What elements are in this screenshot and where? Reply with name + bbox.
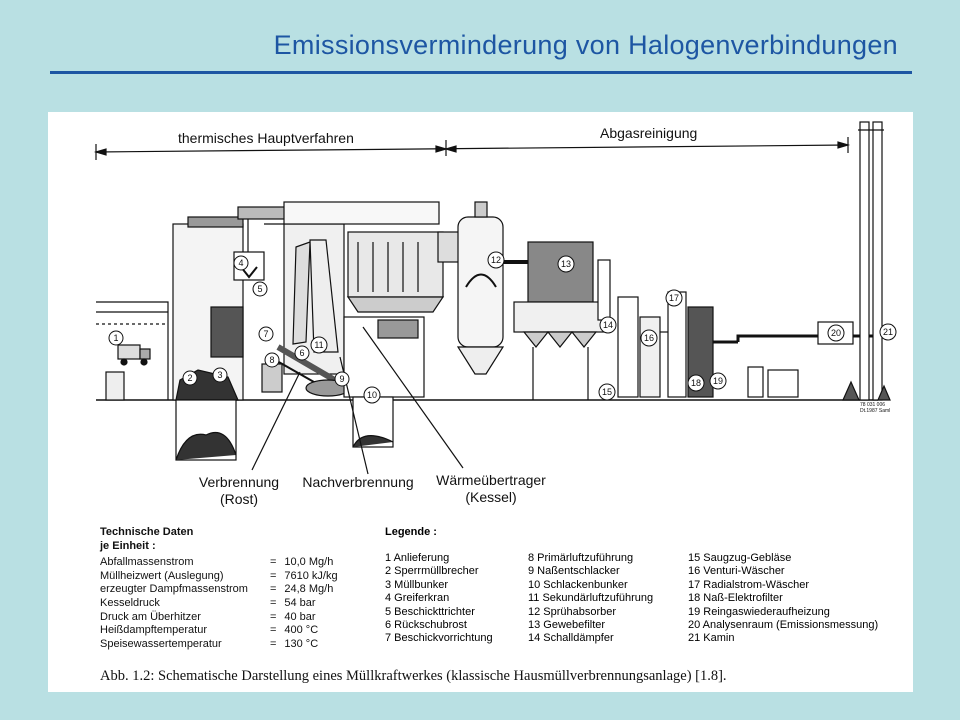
- furnace-boiler: [261, 201, 479, 448]
- list-item: 17 Radialstrom-Wäscher: [688, 578, 810, 591]
- svg-text:6: 6: [299, 348, 304, 358]
- svg-text:20: 20: [831, 328, 841, 338]
- svg-text:9: 9: [339, 374, 344, 384]
- list-item: 5 Beschickttrichter: [385, 605, 475, 618]
- svg-text:2: 2: [187, 373, 192, 383]
- drawing-stamp: 78 031 006 Dt.1987 Saml: [860, 402, 891, 414]
- marker-20: 20: [827, 324, 845, 342]
- chimney: [842, 121, 891, 401]
- svg-text:3: 3: [217, 370, 222, 380]
- marker-8: 8: [264, 352, 280, 368]
- zone-label-verbrennung: Verbrennung (Rost): [198, 474, 280, 507]
- table-row: Speisewassertemperatur=130 °C: [100, 637, 319, 650]
- technical-data: Technische Daten je Einheit : Abfallmass…: [100, 526, 338, 651]
- title-rule: [50, 71, 912, 74]
- svg-text:8: 8: [269, 355, 274, 365]
- table-row: erzeugter Dampfmassenstrom=24,8 Mg/h: [100, 583, 334, 596]
- list-item: 18 Naß-Elektrofilter: [688, 592, 783, 605]
- list-item: 21 Kamin: [688, 632, 735, 645]
- list-item: 19 Reingaswiederaufheizung: [688, 605, 830, 618]
- table-row: Heißdampftemperatur=400 °C: [100, 624, 319, 637]
- leader-verbrennung: [251, 371, 301, 471]
- table-row: Müllheizwert (Auslegung)=7610 kJ/kg: [100, 569, 338, 582]
- legend-column-1: 1 Anlieferung 2 Sperrmüllbrecher 3 Müllb…: [385, 552, 493, 646]
- list-item: 7 Beschickvorrichtung: [385, 632, 493, 645]
- marker-5: 5: [252, 281, 268, 297]
- svg-text:12: 12: [491, 255, 501, 265]
- svg-text:19: 19: [713, 376, 723, 386]
- svg-text:7: 7: [263, 329, 268, 339]
- marker-17: 17: [665, 289, 683, 307]
- list-item: 12 Sprühabsorber: [528, 605, 617, 618]
- list-item: 4 Greiferkran: [385, 592, 450, 605]
- list-item: 3 Müllbunker: [385, 578, 448, 591]
- svg-text:14: 14: [603, 320, 613, 330]
- marker-14: 14: [599, 316, 617, 334]
- list-item: 11 Sekundärluftzuführung: [528, 592, 654, 605]
- marker-2: 2: [182, 370, 198, 386]
- svg-text:1: 1: [113, 333, 118, 343]
- marker-6: 6: [294, 345, 310, 361]
- svg-text:15: 15: [602, 387, 612, 397]
- svg-text:11: 11: [314, 340, 323, 350]
- section-dimension-line: [95, 144, 849, 153]
- section-label-gas-cleaning: Abgasreinigung: [600, 125, 698, 141]
- table-row: Kesseldruck=54 bar: [100, 596, 316, 609]
- list-item: 13 Gewebefilter: [528, 619, 606, 632]
- marker-3: 3: [212, 367, 228, 383]
- svg-text:18: 18: [691, 378, 701, 388]
- plant-diagram-figure: 1 2 3 4 5 6 7 8 9 10 11 12 13 14 15 16 1…: [48, 112, 913, 692]
- svg-text:16: 16: [644, 333, 654, 343]
- marker-12: 12: [487, 251, 505, 269]
- plant-schematic: 1 2 3 4 5 6 7 8 9 10 11 12 13 14 15 16 1…: [93, 121, 897, 475]
- list-item: 20 Analysenraum (Emissionsmessung): [688, 619, 879, 632]
- marker-11: 11: [310, 336, 328, 354]
- zone-label-nachverbrennung: Nachverbrennung: [302, 474, 414, 490]
- svg-text:13: 13: [561, 259, 571, 269]
- fabric-filter: [513, 241, 611, 400]
- section-label-thermal: thermisches Hauptverfahren: [178, 130, 354, 146]
- list-item: 1 Anlieferung: [385, 552, 450, 564]
- marker-1: 1: [108, 330, 124, 346]
- leader-waermeuebertrager: [362, 326, 464, 469]
- marker-19: 19: [709, 372, 727, 390]
- legend-column-3: 15 Saugzug-Gebläse 16 Venturi-Wäscher 17…: [688, 552, 878, 646]
- tech-header-line-1: Technische Daten: [100, 526, 194, 538]
- table-row: Abfallmassenstrom=10,0 Mg/h: [100, 556, 334, 569]
- list-item: 10 Schlackenbunker: [528, 578, 628, 591]
- svg-text:17: 17: [669, 293, 679, 303]
- figure-caption: Abb. 1.2: Schematische Darstellung eines…: [100, 668, 727, 684]
- list-item: 16 Venturi-Wäscher: [688, 565, 785, 578]
- reception-hall: [96, 301, 169, 401]
- list-item: 8 Primärluftzuführung: [528, 552, 634, 564]
- marker-9: 9: [334, 371, 350, 387]
- tech-header-line-2: je Einheit :: [100, 539, 156, 552]
- marker-16: 16: [640, 329, 658, 347]
- list-item: 14 Schalldämpfer: [528, 632, 614, 645]
- marker-15: 15: [598, 383, 616, 401]
- list-item: 15 Saugzug-Gebläse: [688, 552, 792, 564]
- list-item: 6 Rückschubrost: [385, 619, 467, 632]
- marker-21: 21: [879, 323, 897, 341]
- svg-text:5: 5: [257, 284, 262, 294]
- legend-column-2: 8 Primärluftzuführung 9 Naßentschlacker …: [528, 552, 653, 646]
- marker-7: 7: [258, 326, 274, 342]
- marker-13: 13: [557, 255, 575, 273]
- marker-18: 18: [687, 374, 705, 392]
- legend-header: Legende :: [385, 526, 437, 538]
- slide-title: Emissionsverminderung von Halogenverbind…: [273, 30, 898, 60]
- list-item: 9 Naßentschlacker: [528, 565, 620, 578]
- svg-text:21: 21: [883, 327, 893, 337]
- spray-absorber: [456, 201, 533, 375]
- scrubbers: [617, 291, 878, 398]
- svg-text:10: 10: [367, 390, 377, 400]
- marker-4: 4: [233, 255, 249, 271]
- list-item: 2 Sperrmüllbrecher: [385, 565, 479, 578]
- svg-text:4: 4: [238, 258, 243, 268]
- zone-label-waermeuebertrager: Wärmeübertrager (Kessel): [436, 472, 546, 505]
- table-row: Druck am Überhitzer=40 bar: [100, 610, 316, 623]
- tech-data-table: Abfallmassenstrom=10,0 Mg/h Müllheizwert…: [100, 556, 338, 651]
- marker-10: 10: [363, 386, 381, 404]
